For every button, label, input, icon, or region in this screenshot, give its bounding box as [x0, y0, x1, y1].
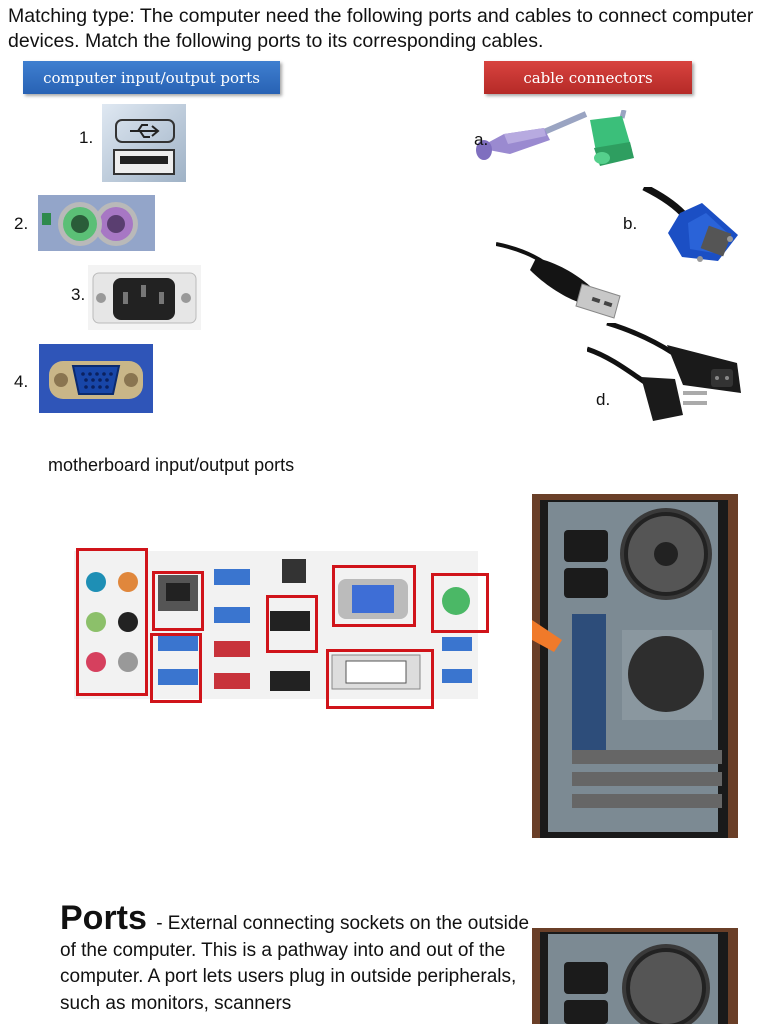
ports-header: computer input/output ports — [23, 61, 280, 94]
cables-header: cable connectors — [484, 61, 692, 94]
ports-definition-text: - External connecting sockets on the out… — [60, 913, 530, 1014]
ps2-port-highlight — [431, 573, 489, 633]
port-number-4: 4. — [14, 372, 29, 391]
instructions-text: Matching type: The computer need the fol… — [8, 5, 754, 52]
cable-letter-a: a. — [474, 130, 489, 149]
ps2-ports-image — [38, 195, 155, 251]
audio-ports-highlight — [76, 548, 148, 696]
computer-tower-back-image-2 — [532, 928, 738, 1024]
hdmi-port-highlight — [266, 595, 318, 653]
ports-term: Ports — [60, 899, 147, 937]
vga-port-image — [39, 344, 153, 413]
power-cable-image — [587, 323, 747, 425]
power-port-image — [88, 265, 201, 330]
ports-definition: Ports - External connecting sockets on t… — [60, 901, 530, 1017]
usb-port-image — [102, 104, 186, 182]
ps2-cables-image — [474, 110, 642, 168]
port-number-1: 1. — [79, 128, 94, 147]
port-number-2: 2. — [14, 214, 29, 233]
usb-cable-image — [496, 240, 626, 322]
usb-ports-highlight — [150, 633, 202, 703]
cable-letter-b: b. — [623, 214, 638, 233]
port-number-3: 3. — [71, 285, 86, 304]
motherboard-io-panel-image — [70, 545, 489, 709]
dvi-port-highlight — [326, 649, 434, 709]
vga-cable-image — [640, 187, 750, 274]
computer-tower-back-image — [532, 494, 738, 838]
vga-port-highlight — [332, 565, 416, 627]
cable-letter-d: d. — [596, 390, 611, 409]
motherboard-title: motherboard input/output ports — [48, 455, 295, 475]
lan-port-highlight — [152, 571, 204, 631]
